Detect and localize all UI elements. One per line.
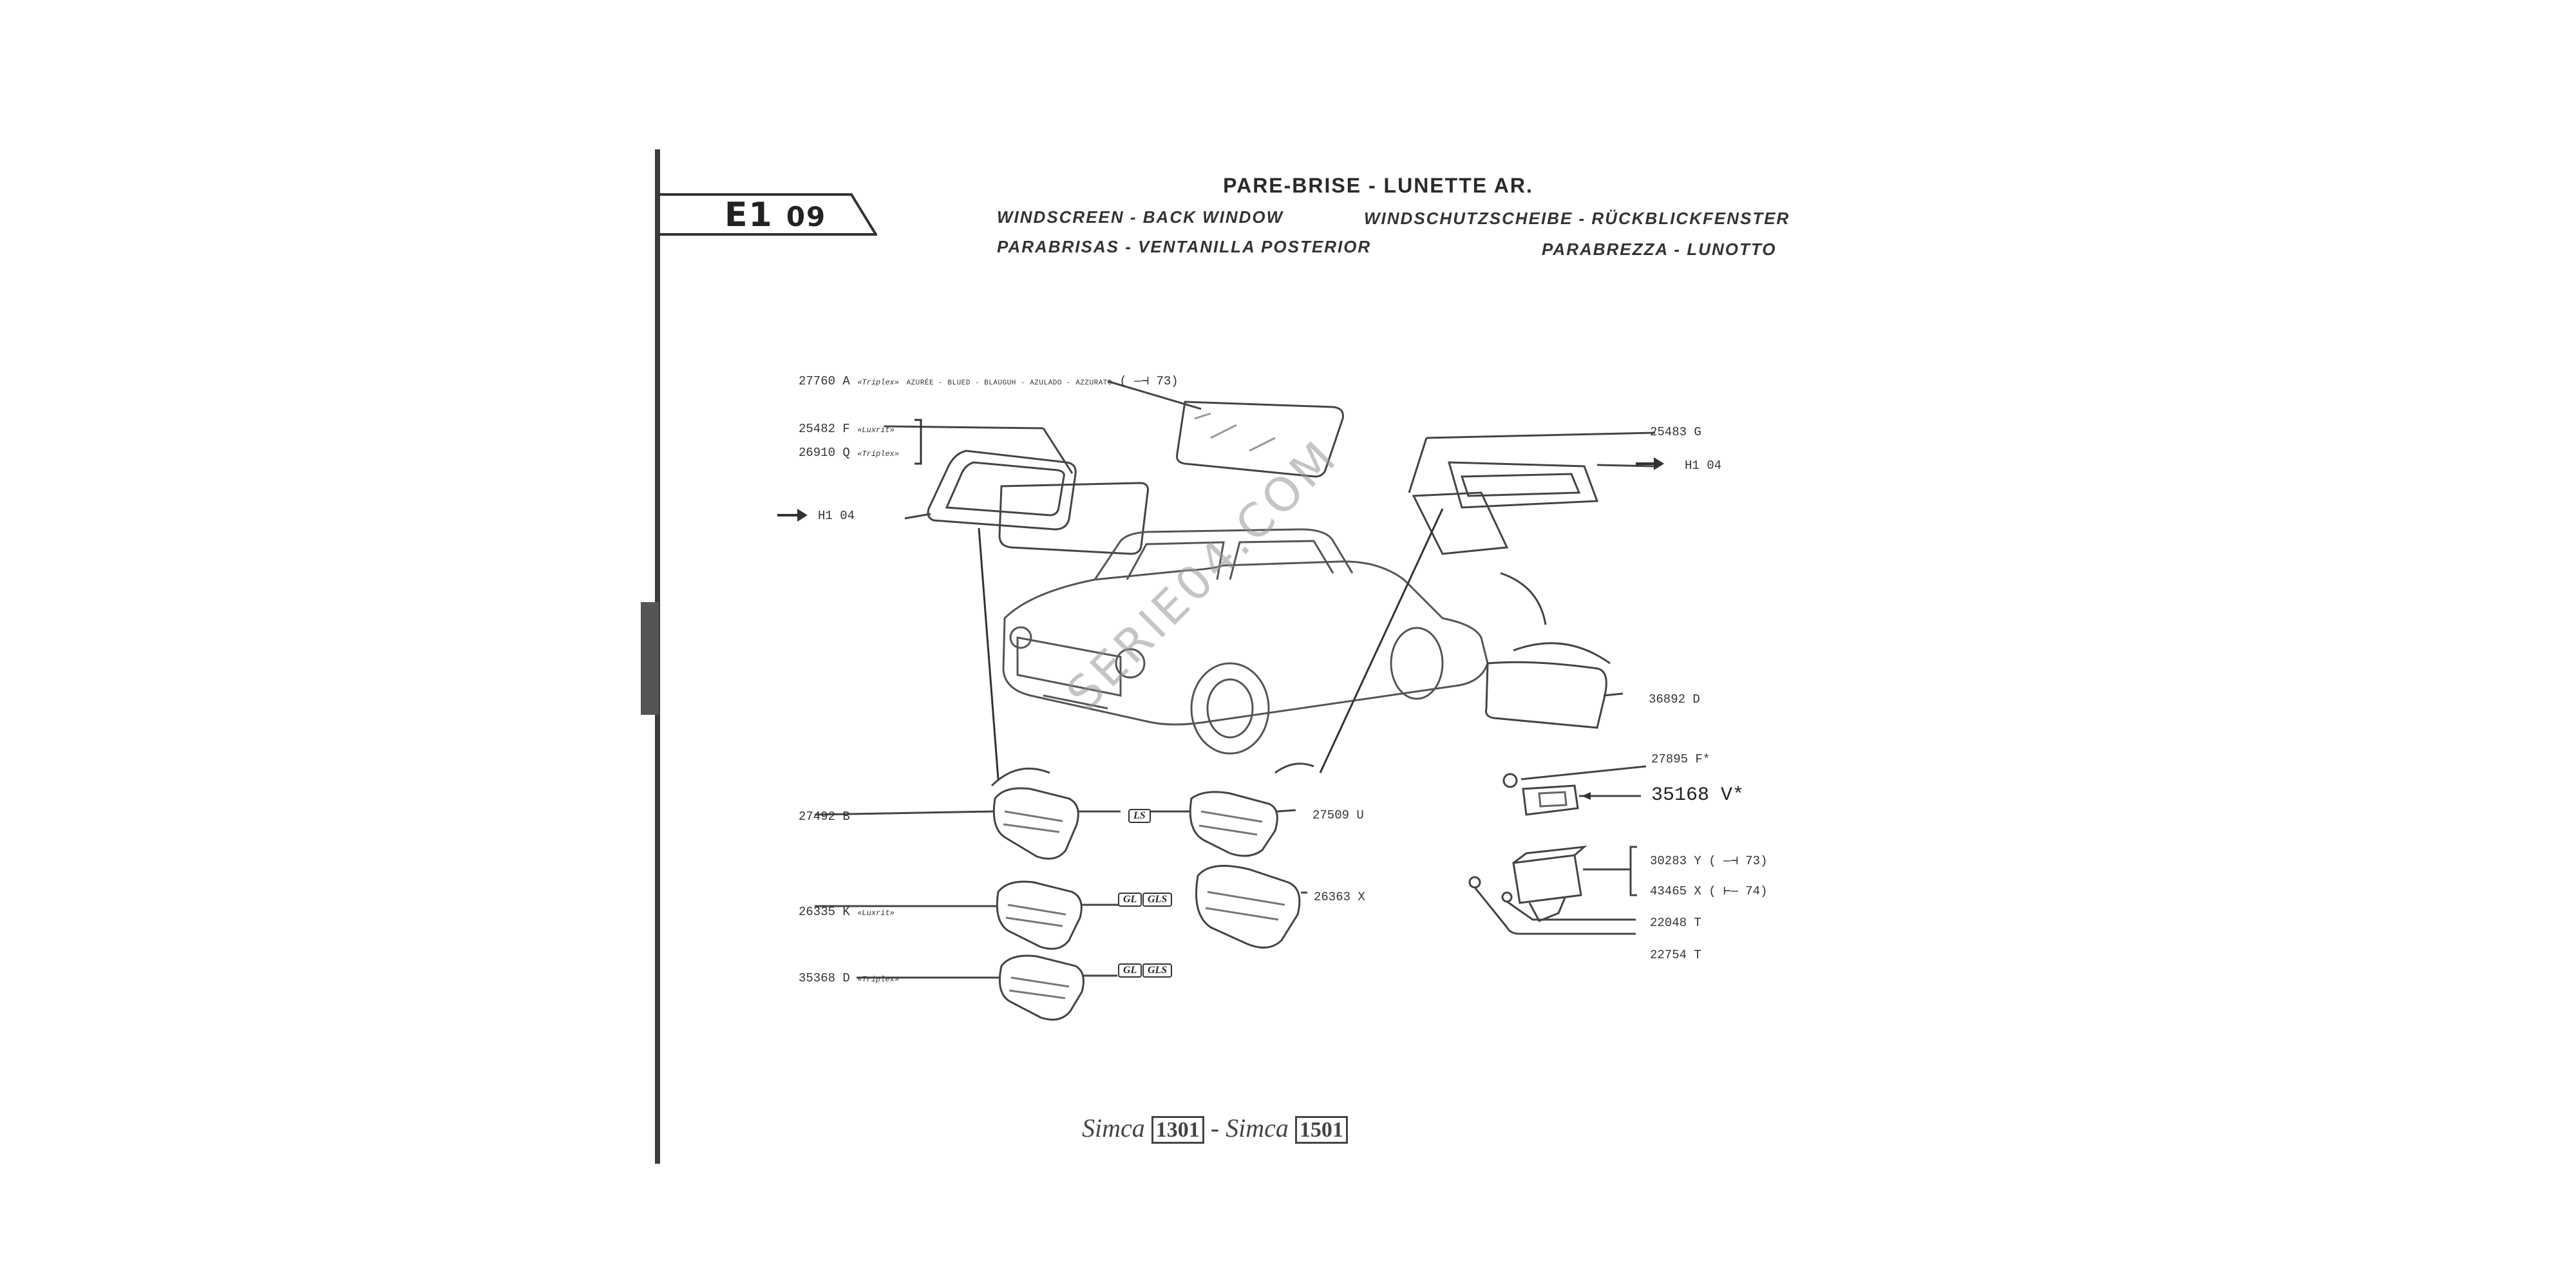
date-range: ( —⊣ 73): [1119, 374, 1179, 388]
relay-30283-43465: [1468, 845, 1637, 935]
part-30283-label: 30283 Y ( —⊣ 73): [1650, 853, 1768, 868]
trim-badge-gl: GL: [1118, 893, 1142, 907]
title-spanish: PARABRISAS - VENTANILLA POSTERIOR: [997, 237, 1372, 256]
rear-glass-curved: [1485, 661, 1624, 729]
trim-badge-gls: GLS: [1142, 963, 1173, 978]
part-43465-label: 43465 X ( ⊢— 74): [1650, 884, 1768, 898]
trim-badge-gl: GL: [1118, 963, 1142, 978]
ref-h104-left: H1 04: [818, 509, 855, 523]
part-25483-label: 25483 G: [1650, 425, 1701, 439]
ref-h104-right: H1 04: [1685, 459, 1722, 473]
brand-logo: Simca: [1226, 1113, 1289, 1142]
part-36892-label: 36892 D: [1649, 692, 1700, 706]
seal-profile-26335-k: [815, 880, 1119, 950]
part-ref: 30283 Y: [1650, 854, 1701, 868]
bracket: [914, 419, 922, 465]
parts-diagram: [777, 380, 1664, 1021]
part-note: «Triplex»: [857, 378, 900, 387]
seal-profile-26363-x: [1195, 864, 1307, 949]
seal-profile-27492-b: [814, 787, 1121, 860]
part-27509-label: 27509 U: [1312, 808, 1364, 822]
trim-badge-gls: GLS: [1142, 893, 1173, 907]
separator: -: [1210, 1113, 1220, 1142]
part-35168-label: 35168 V*: [1651, 784, 1745, 806]
part-note: «Luxrit»: [857, 426, 895, 435]
part-27895-label: 27895 F*: [1651, 752, 1710, 766]
title-italian: PARABREZZA - LUNOTTO: [1542, 240, 1777, 259]
part-ref: 43465 X: [1650, 884, 1701, 898]
part-ref: 26910 Q: [799, 446, 850, 460]
footer-model-logos: Simca 1301 - Simca 1501: [1082, 1113, 1348, 1144]
seal-profile-35368-d: [857, 954, 1117, 1021]
section-code-tab: [659, 193, 877, 236]
brand-logo: Simca: [1082, 1113, 1145, 1142]
part-22754-label: 22754 T: [1650, 948, 1701, 962]
part-note: «Luxrit»: [857, 909, 895, 918]
part-35368-label: 35368 D «Triplex»: [799, 971, 899, 985]
model-number: 1301: [1151, 1116, 1204, 1144]
model-number: 1501: [1294, 1116, 1348, 1144]
part-27760-label: 27760 A «Triplex» AZURÉE - BLUED - BLAUG…: [799, 374, 1179, 388]
title-english: WINDSCREEN - BACK WINDOW: [997, 207, 1284, 227]
trim-badge-ls: LS: [1128, 809, 1151, 823]
part-22048-label: 22048 T: [1650, 916, 1701, 930]
date-range: ( —⊣ 73): [1709, 854, 1768, 868]
part-26363-label: 26363 X: [1314, 890, 1365, 904]
part-26910-label: 26910 Q «Triplex»: [799, 446, 899, 460]
section-page: 09: [786, 201, 827, 232]
windscreen-glass-top: [1107, 380, 1344, 478]
switch-27895-35168: [1502, 765, 1647, 816]
tint-note: AZURÉE - BLUED - BLAUGUH - AZULADO - AZZ…: [906, 379, 1113, 387]
part-ref: 25482 F: [799, 422, 850, 436]
reference-arrows: [777, 457, 1664, 800]
title-french: PARE-BRISE - LUNETTE AR.: [1223, 174, 1533, 197]
car-illustration: [1002, 528, 1489, 755]
part-ref: 26335 K: [799, 905, 850, 919]
binder-tab-marker: [641, 602, 659, 715]
rear-window-seal-left: [884, 425, 1149, 555]
section-letter: E1: [724, 196, 773, 234]
part-note: «Triplex»: [857, 450, 900, 459]
part-ref: 27760 A: [799, 374, 850, 388]
date-range: ( ⊢— 74): [1709, 884, 1768, 898]
part-ref: 35368 D: [799, 971, 850, 985]
title-german: WINDSCHUTZSCHEIBE - RÜCKBLICKFENSTER: [1364, 209, 1790, 228]
part-25482-label: 25482 F «Luxrit»: [799, 422, 895, 436]
part-27492-label: 27492 B: [799, 810, 850, 824]
part-26335-label: 26335 K «Luxrit»: [799, 905, 895, 919]
seal-profile-27509-u: [1148, 791, 1296, 857]
rear-window-right: [1408, 431, 1656, 555]
part-note: «Triplex»: [857, 975, 900, 984]
section-code: E1 09: [724, 196, 826, 234]
